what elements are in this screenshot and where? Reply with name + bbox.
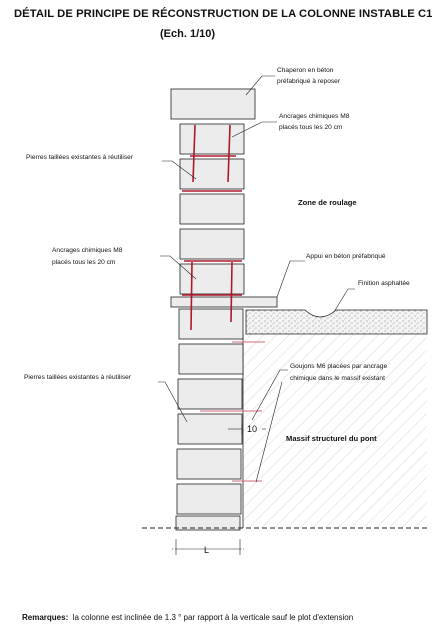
stones-bottom-label: Pierres taillées existantes à réutiliser (24, 374, 132, 381)
anchors-top-label-line1: Ancrages chimiques M8 (279, 113, 350, 120)
leader-lines (158, 75, 355, 483)
anchors-mid-label-line1: Ancrages chimiques M8 (52, 247, 123, 254)
concrete-coping-cap (170, 88, 256, 120)
dimension-L-label: L (204, 545, 209, 555)
dowels-label-line1: Goujons M6 placées par ancrage (290, 363, 387, 370)
asphalt-finish-layer (245, 309, 428, 335)
dimension-10-label: 10 (247, 424, 257, 434)
anchors-mid-label-line2: placés tous les 20 cm (52, 259, 116, 266)
dimension-L (172, 539, 244, 555)
drawing-title: DÉTAIL DE PRINCIPE DE RÉCONSTRUCTION DE … (14, 8, 433, 20)
remarks-label: Remarques: (22, 613, 69, 622)
m6-dowels (200, 341, 265, 482)
traffic-zone-label: Zone de roulage (298, 198, 357, 207)
dimension-10 (228, 424, 266, 434)
lower-stone-column (175, 308, 244, 531)
bridge-mass-label: Massif structurel du pont (286, 434, 377, 443)
support-label: Appui en béton préfabriqué (306, 253, 386, 260)
drawing-scale: (Ech. 1/10) (160, 28, 216, 40)
chaperon-label-line1: Chaperon en béton (277, 67, 334, 74)
bridge-structural-mass (242, 334, 427, 528)
remarks-text: la colonne est inclinée de 1.3 ° par rap… (72, 613, 354, 622)
anchors-top-label-line2: placés tous les 20 cm (279, 124, 343, 131)
remarks-note: Remarques: la colonne est inclinée de 1.… (22, 613, 353, 622)
precast-concrete-support (170, 296, 278, 308)
upper-stone-column (179, 123, 245, 295)
dowels-label-line2: chimique dans le massif existant (290, 375, 385, 382)
asphalt-finish-label: Finition asphaltée (358, 280, 410, 287)
chemical-anchors (182, 124, 242, 331)
chaperon-label-line2: préfabriqué à reposer (277, 78, 341, 85)
stones-top-label: Pierres taillées existantes à réutiliser (26, 154, 134, 161)
